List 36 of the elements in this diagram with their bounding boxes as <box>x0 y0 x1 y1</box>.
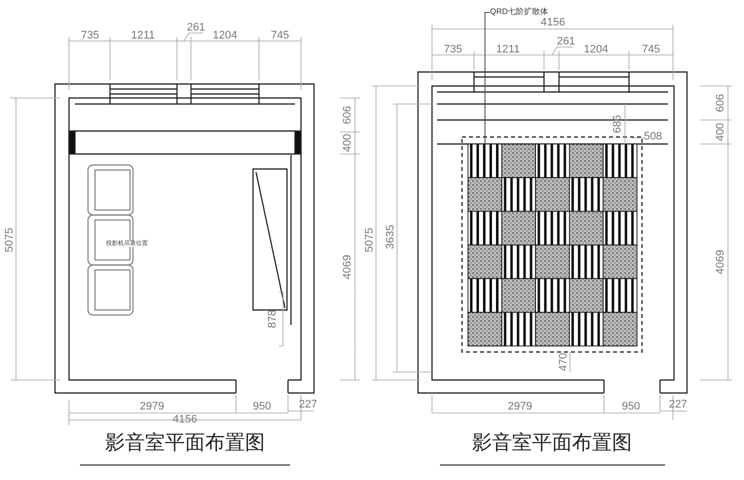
dimension-value: 400 <box>342 134 354 152</box>
dimension-value: 400 <box>716 122 726 142</box>
dimension-value: 1204 <box>212 30 238 42</box>
dimension-value: 606 <box>716 94 726 112</box>
dimension-value: 1211 <box>131 30 155 42</box>
dimension-value: 261 <box>186 22 206 34</box>
dimension-value: 261 <box>556 36 576 48</box>
dimension-value: 735 <box>80 30 100 42</box>
dimension-value: 4069 <box>342 254 354 280</box>
dimension-value: 508 <box>644 132 662 142</box>
dimension-value: 4156 <box>172 414 198 426</box>
leader-line <box>484 12 490 144</box>
dimension-value: 950 <box>622 402 640 412</box>
drawing-caption: 影音室平面布置图 <box>105 433 265 453</box>
dimension-value: 3635 <box>386 224 396 250</box>
leader-label: QRD七阶扩散体 <box>490 8 548 16</box>
dimension-value: 1204 <box>584 44 608 56</box>
dimension-value: 227 <box>668 400 688 410</box>
diffuser-array <box>468 144 638 346</box>
drawing-caption: 影音室平面布置图 <box>472 433 632 453</box>
dimension-value: 4156 <box>540 18 566 28</box>
dimension-value: 606 <box>342 106 354 124</box>
dimension-value: 950 <box>252 402 272 412</box>
dimension-value: 735 <box>444 44 462 56</box>
dimension-value: 227 <box>298 400 318 410</box>
dimension-value: 5075 <box>4 228 16 252</box>
dimension-value: 2979 <box>508 402 532 412</box>
dimension-value: 745 <box>270 30 290 42</box>
dimension-value: 878 <box>268 310 278 328</box>
dimension-value: 2979 <box>140 402 164 412</box>
dimension-value: 1211 <box>496 44 520 56</box>
dimension-value: 5075 <box>364 228 376 252</box>
dimension-value: 686 <box>612 114 624 134</box>
dimension-value: 470 <box>558 352 570 372</box>
dimension-value: 745 <box>642 44 660 56</box>
dimension-value: 4069 <box>716 250 726 274</box>
